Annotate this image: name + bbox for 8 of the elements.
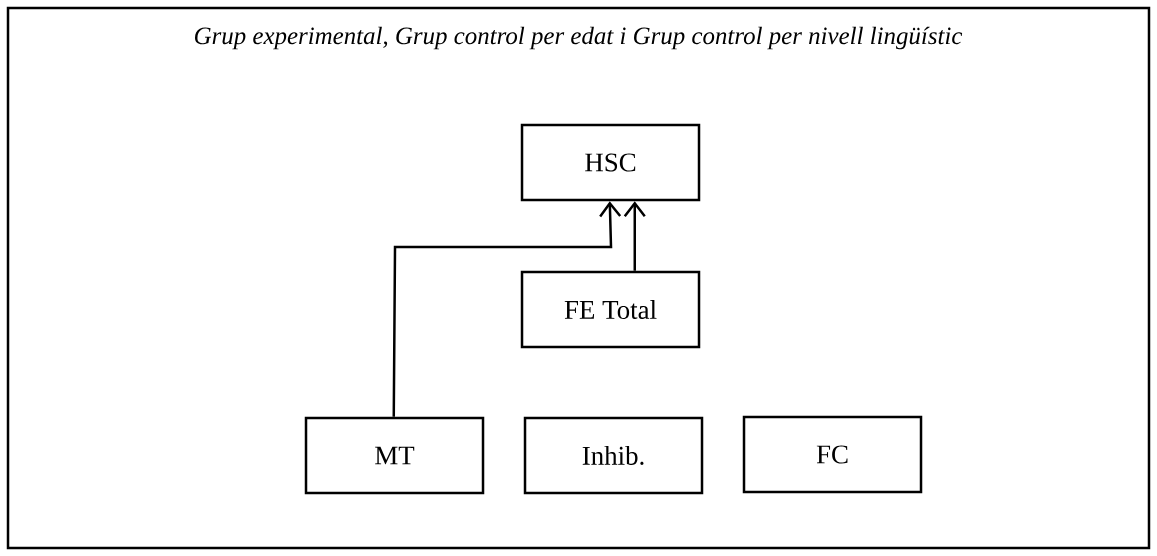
arrow — [392, 201, 622, 417]
process-box: FC — [742, 415, 923, 494]
process-box: FE Total — [520, 270, 701, 349]
process-box: MT — [304, 416, 485, 495]
process-box: Inhib. — [523, 416, 704, 495]
process-box: HSC — [520, 123, 701, 202]
title: Grup experimental, Grup control per edat i Grup control per nivell lingüístic — [195, 26, 963, 50]
arrow — [623, 201, 646, 271]
